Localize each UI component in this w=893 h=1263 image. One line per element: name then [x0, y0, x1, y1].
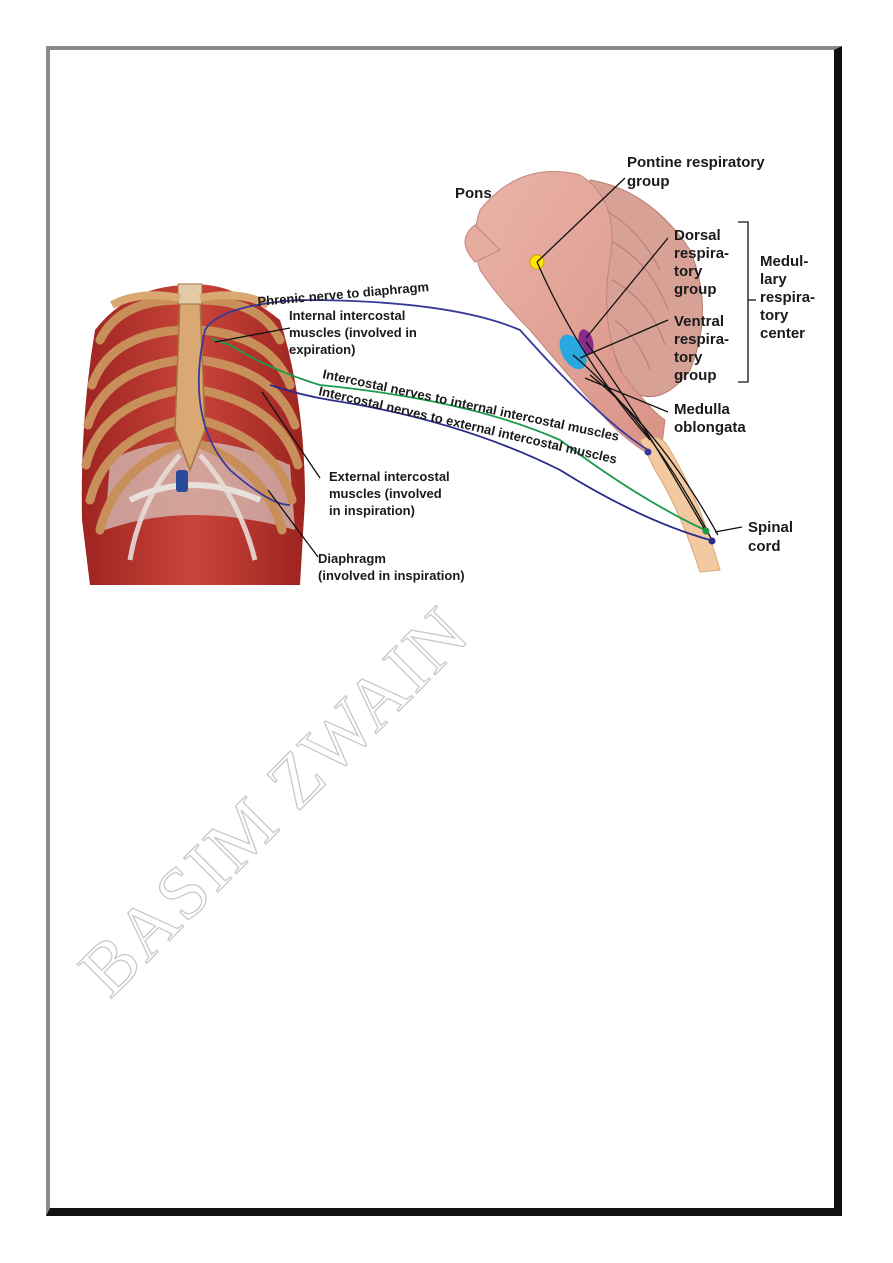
label-medulla-1: Medulla: [674, 401, 730, 418]
label-pons: Pons: [455, 185, 492, 202]
label-internal-2: muscles (involved in: [289, 325, 417, 340]
nerve-pathways: [197, 261, 719, 545]
label-ventral-1: Ventral: [674, 313, 724, 330]
label-medullary-5: center: [760, 325, 805, 342]
label-medullary-1: Medul-: [760, 253, 808, 270]
ribs-left: [81, 295, 185, 535]
label-spinal-2: cord: [748, 538, 781, 555]
label-ventral-2: respira-: [674, 331, 729, 348]
label-medullary-4: tory: [760, 307, 789, 324]
label-external-1: External intercostal: [329, 469, 450, 484]
label-internal-1: Internal intercostal: [289, 308, 405, 323]
label-pontine-2: group: [627, 173, 670, 190]
internal-intercostal-nerve: [211, 337, 706, 531]
label-medulla-2: oblongata: [674, 419, 746, 436]
phrenic-nerve: [197, 299, 649, 506]
label-dorsal-2: respira-: [674, 245, 729, 262]
label-external-3: in inspiration): [329, 503, 415, 518]
label-dorsal-3: tory: [674, 263, 703, 280]
label-internal-3: expiration): [289, 342, 355, 357]
label-diaphragm-1: Diaphragm: [318, 551, 386, 566]
label-ventral-3: tory: [674, 349, 703, 366]
label-diaphragm-2: (involved in inspiration): [318, 568, 465, 583]
label-medullary-3: respira-: [760, 289, 815, 306]
label-dorsal-4: group: [674, 281, 717, 298]
label-external-2: muscles (involved: [329, 486, 442, 501]
leader-lines: [214, 177, 756, 558]
label-medullary-2: lary: [760, 271, 787, 288]
watermark: BASIM ZWAIN: [64, 591, 485, 1012]
external-intercostal-nerve: [269, 384, 711, 541]
label-pontine-1: Pontine respiratory: [627, 154, 765, 171]
page-frame: [46, 46, 842, 1216]
label-spinal-1: Spinal: [748, 519, 793, 536]
rib-cage-illustration: [81, 283, 305, 585]
label-ventral-4: group: [674, 367, 717, 384]
spinal-cord: [639, 436, 721, 573]
label-dorsal-1: Dorsal: [674, 227, 721, 244]
